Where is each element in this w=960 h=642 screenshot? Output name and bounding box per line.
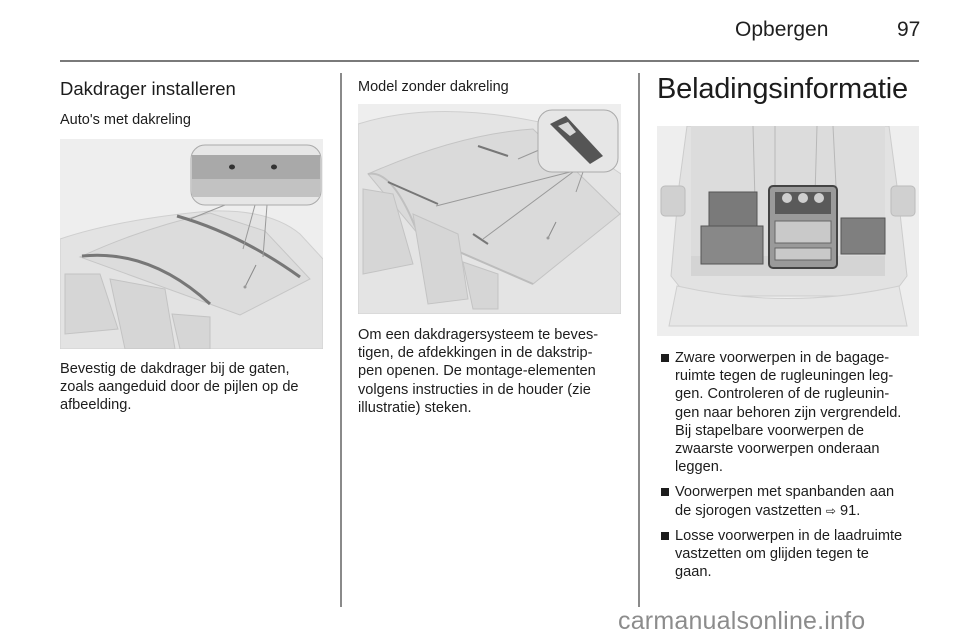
list-item: Losse voorwerpen in de laadruimte vastze… bbox=[661, 527, 931, 582]
text-line: Om een dakdragersysteem te beves- bbox=[358, 327, 599, 343]
loading-tips-list: Zware voorwerpen in de bagage- ruimte te… bbox=[661, 349, 931, 588]
subsection-title-with-rails: Auto's met dakreling bbox=[60, 112, 191, 128]
list-item: Voorwerpen met spanbanden aan de sjoroge… bbox=[661, 483, 931, 519]
roof-rail-car-figure bbox=[60, 139, 323, 349]
roof-rail-instructions: Bevestig de dakdrager bij de gaten, zoal… bbox=[60, 360, 299, 415]
bullet-square-icon bbox=[661, 354, 669, 362]
text-line: zoals aangeduid door de pijlen op de bbox=[60, 379, 299, 396]
text-line: Zware voorwerpen in de bagage- bbox=[675, 350, 890, 366]
text-line-with-xref: de sjorogen vastzetten ⇨ 91. bbox=[675, 502, 931, 520]
section-title-loading-info: Beladingsinformatie bbox=[657, 73, 908, 105]
bullet-square-icon bbox=[661, 531, 669, 540]
subsection-title-without-rails: Model zonder dakreling bbox=[358, 79, 509, 95]
text-line: Bij stapelbare voorwerpen de bbox=[675, 422, 865, 439]
text-line: volgens instructies in de houder (zie bbox=[358, 381, 591, 398]
text-line: vastzetten om glijden tegen te bbox=[675, 546, 869, 563]
bullet-square-icon bbox=[661, 488, 669, 497]
text-line: leggen. bbox=[675, 459, 723, 476]
text-line: Bevestig de dakdrager bij de gaten, bbox=[60, 361, 290, 377]
text-line: Losse voorwerpen in de laadruimte bbox=[675, 527, 903, 544]
column-divider-right bbox=[638, 73, 640, 607]
cargo-loading-figure bbox=[657, 126, 919, 336]
column-divider-left bbox=[340, 73, 342, 607]
car-roof-rail-illustration-icon bbox=[60, 139, 323, 349]
text-line: Voorwerpen met spanbanden aan bbox=[675, 484, 895, 501]
roof-strip-instructions: Om een dakdragersysteem te beves- tigen,… bbox=[358, 326, 598, 417]
text-line: ruimte tegen de rugleuningen leg- bbox=[675, 368, 894, 385]
car-roof-strip-illustration-icon bbox=[358, 104, 621, 314]
watermark: carmanualsonline.info bbox=[618, 607, 866, 635]
header-rule bbox=[60, 60, 919, 62]
text-fragment: de sjorogen vastzetten bbox=[675, 502, 822, 519]
cargo-area-illustration-icon bbox=[657, 126, 919, 336]
text-line: pen openen. De montage-elementen bbox=[358, 363, 596, 380]
text-line: gaan. bbox=[675, 564, 712, 581]
list-item: Zware voorwerpen in de bagage- ruimte te… bbox=[661, 349, 931, 476]
page-number: 97 bbox=[897, 18, 921, 41]
cross-reference-arrow-icon: ⇨ bbox=[825, 503, 836, 518]
chapter-title: Opbergen bbox=[735, 18, 829, 41]
text-line: gen naar behoren zijn vergrendeld. bbox=[675, 404, 902, 421]
text-line: afbeelding. bbox=[60, 397, 132, 414]
text-line: zwaarste voorwerpen onderaan bbox=[675, 441, 880, 458]
section-title-roof-rack: Dakdrager installeren bbox=[60, 78, 236, 99]
roof-strip-car-figure bbox=[358, 104, 621, 314]
text-line: gen. Controleren of de rugleunin- bbox=[675, 386, 890, 403]
text-line: illustratie) steken. bbox=[358, 399, 472, 416]
cross-reference-page-link[interactable]: 91. bbox=[840, 502, 861, 519]
text-line: tigen, de afdekkingen in de dakstrip- bbox=[358, 345, 593, 362]
